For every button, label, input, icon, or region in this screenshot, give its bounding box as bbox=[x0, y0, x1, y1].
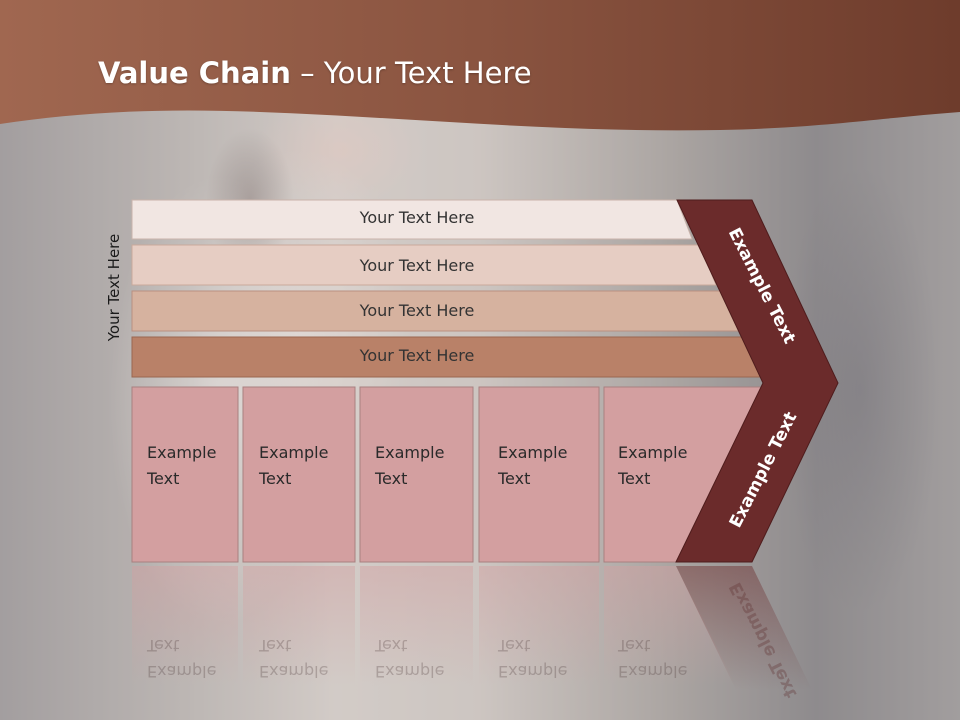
column-4-label: Example Text bbox=[498, 440, 567, 492]
column-3-label: Example Text bbox=[375, 440, 444, 492]
column-1-line2: Text bbox=[147, 469, 180, 488]
column-1-reflection bbox=[132, 566, 238, 686]
bar-2-label: Your Text Here bbox=[359, 256, 475, 275]
column-4-label-reflection: Example Text bbox=[498, 636, 568, 681]
slide-title: Value Chain – Your Text Here bbox=[98, 56, 532, 90]
column-2-line2: Text bbox=[259, 469, 292, 488]
column-4 bbox=[478, 386, 600, 563]
column-4-reflection bbox=[479, 566, 599, 686]
column-3-reflection bbox=[360, 566, 473, 686]
title-bold: Value Chain bbox=[98, 56, 291, 90]
column-1-line1: Example bbox=[147, 443, 217, 462]
column-2-label-reflection: Example Text bbox=[259, 636, 329, 681]
column-5-label-reflection: Example Text bbox=[618, 636, 688, 681]
bar-2 bbox=[131, 244, 717, 286]
column-3-line1: Example bbox=[375, 443, 445, 462]
column-2-label: Example Text bbox=[259, 440, 328, 492]
bar-4-label: Your Text Here bbox=[359, 346, 475, 365]
bar-3-label: Your Text Here bbox=[359, 301, 475, 320]
column-1-label-reflection: Example Text bbox=[147, 636, 217, 681]
chevron-arrow-reflection bbox=[676, 566, 812, 690]
column-3-label-reflection: Example Text bbox=[375, 636, 445, 681]
column-3 bbox=[359, 386, 474, 563]
bar-1-label: Your Text Here bbox=[359, 208, 475, 227]
title-rest: – Your Text Here bbox=[290, 56, 532, 90]
column-1 bbox=[131, 386, 239, 563]
column-4-line1: Example bbox=[498, 443, 568, 462]
header-band: Value Chain – Your Text Here bbox=[0, 0, 960, 140]
column-2-line1: Example bbox=[259, 443, 329, 462]
column-4-line2: Text bbox=[498, 469, 531, 488]
bar-1 bbox=[131, 199, 693, 240]
column-2 bbox=[242, 386, 356, 563]
column-5-line2: Text bbox=[618, 469, 651, 488]
column-2-reflection bbox=[243, 566, 355, 686]
column-3-line2: Text bbox=[375, 469, 408, 488]
chevron-arrow bbox=[675, 199, 839, 563]
column-5-reflection bbox=[604, 566, 736, 686]
column-5-line1: Example bbox=[618, 443, 688, 462]
column-5-label: Example Text bbox=[618, 440, 687, 492]
column-1-label: Example Text bbox=[147, 440, 216, 492]
